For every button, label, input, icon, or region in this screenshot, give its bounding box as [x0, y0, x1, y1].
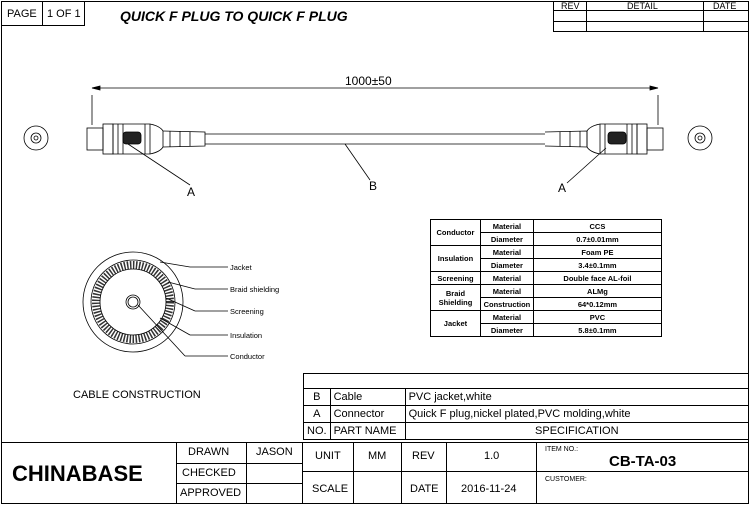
rev-col-2 [703, 1, 704, 32]
callout-insulation: Insulation [230, 331, 263, 340]
prop-cell: Diameter [479, 258, 534, 272]
part-name: Connector [329, 405, 406, 423]
page-divider [42, 1, 43, 26]
table-row: Screening Material Double face AL-foil [430, 271, 663, 285]
parts-header-name: PART NAME [329, 422, 406, 440]
rev-line-2 [553, 21, 749, 22]
prop-cell: Material [479, 219, 534, 233]
tb-col-1 [176, 442, 177, 504]
tb-col-6 [446, 442, 447, 504]
prop-cell: Construction [479, 297, 534, 311]
tb-col-3 [302, 442, 303, 504]
table-row: Jacket Material PVC [430, 310, 663, 337]
label-a-right: A [558, 181, 567, 195]
length-dimension: 1000±50 [345, 74, 392, 88]
value-cell: 64*0.12mm [532, 297, 663, 311]
value-cell: ALMg [532, 284, 663, 298]
tb-col-2 [246, 442, 247, 504]
parts-header-no: NO. [303, 422, 331, 440]
unit-value: MM [368, 450, 387, 462]
prop-cell: Material [479, 284, 534, 298]
rev-value: 1.0 [484, 450, 500, 462]
table-row: B Cable PVC jacket,white [303, 388, 750, 406]
drawing-title: QUICK F PLUG TO QUICK F PLUG [120, 8, 348, 24]
tb-col-5 [401, 442, 402, 504]
callout-screening: Screening [230, 307, 264, 316]
page-value: 1 OF 1 [47, 8, 81, 20]
part-spec: PVC jacket,white [404, 388, 750, 406]
page-label: PAGE [7, 8, 37, 20]
rev-header: REV [561, 1, 580, 11]
table-row: Braid Shielding Material ALMg [430, 284, 663, 311]
cable-construction-title: CABLE CONSTRUCTION [73, 389, 201, 401]
value-cell: 5.8±0.1mm [532, 323, 663, 337]
rev-line-1 [553, 10, 749, 11]
table-row: Insulation Material Foam PE [430, 245, 663, 272]
callout-conductor: Conductor [230, 352, 265, 361]
detail-header: DETAIL [627, 1, 658, 11]
part-name: Cable [329, 388, 406, 406]
group-screening: Screening [430, 271, 481, 285]
drawn-label: DRAWN [188, 446, 230, 458]
item-no-label: ITEM NO.: [545, 446, 579, 453]
blank-row [303, 373, 749, 389]
value-cell: 0.7±0.01mm [532, 232, 663, 246]
tb-row-3 [302, 471, 749, 472]
date-header: DATE [713, 1, 737, 11]
group-braid: Braid Shielding [430, 284, 481, 311]
prop-cell: Diameter [479, 323, 534, 337]
value-cell: Double face AL-foil [532, 271, 663, 285]
part-no: A [303, 405, 331, 423]
company-name: CHINABASE [12, 461, 143, 486]
prop-cell: Material [479, 271, 534, 285]
part-spec: Quick F plug,nickel plated,PVC molding,w… [404, 405, 750, 423]
tb-row-1 [176, 463, 303, 464]
table-row: Conductor Material CCS [430, 219, 663, 246]
group-jacket: Jacket [430, 310, 481, 337]
prop-cell: Diameter [479, 232, 534, 246]
label-b: B [369, 179, 378, 193]
callout-braid: Braid shielding [230, 285, 280, 294]
tb-col-4 [353, 442, 354, 504]
date-value: 2016-11-24 [461, 483, 517, 495]
value-cell: CCS [532, 219, 663, 233]
table-row: NO. PART NAME SPECIFICATION [303, 422, 750, 440]
page-box [1, 1, 85, 26]
rev-label: REV [412, 450, 435, 462]
label-a-left: A [187, 185, 196, 199]
rev-col-1 [586, 1, 587, 32]
unit-label: UNIT [315, 450, 341, 462]
checked-label: CHECKED [182, 467, 236, 479]
tb-row-2 [176, 483, 303, 484]
table-row [303, 373, 749, 389]
scale-label: SCALE [312, 483, 349, 495]
parts-table: B Cable PVC jacket,white A Connector Qui… [303, 373, 750, 440]
prop-cell: Material [479, 310, 534, 324]
group-conductor: Conductor [430, 219, 481, 246]
part-no: B [303, 388, 331, 406]
approved-label: APPROVED [180, 487, 242, 499]
spec-table: Conductor Material CCS Diameter 0.7±0.01… [430, 219, 663, 337]
parts-header-spec: SPECIFICATION [404, 422, 750, 440]
tb-col-7 [536, 442, 537, 504]
title-block-top-line [1, 442, 749, 443]
prop-cell: Material [479, 245, 534, 259]
group-insulation: Insulation [430, 245, 481, 272]
value-cell: Foam PE [532, 245, 663, 259]
value-cell: 3.4±0.1mm [532, 258, 663, 272]
item-no-value: CB-TA-03 [609, 453, 677, 470]
rev-table [553, 1, 749, 32]
table-row: A Connector Quick F plug,nickel plated,P… [303, 405, 750, 423]
table-row: Diameter 5.8±0.1mm [431, 323, 663, 337]
value-cell: PVC [532, 310, 663, 324]
customer-label: CUSTOMER: [545, 476, 587, 483]
callout-jacket: Jacket [230, 263, 252, 272]
drawn-value: JASON [256, 446, 293, 458]
date-label: DATE [410, 483, 439, 495]
